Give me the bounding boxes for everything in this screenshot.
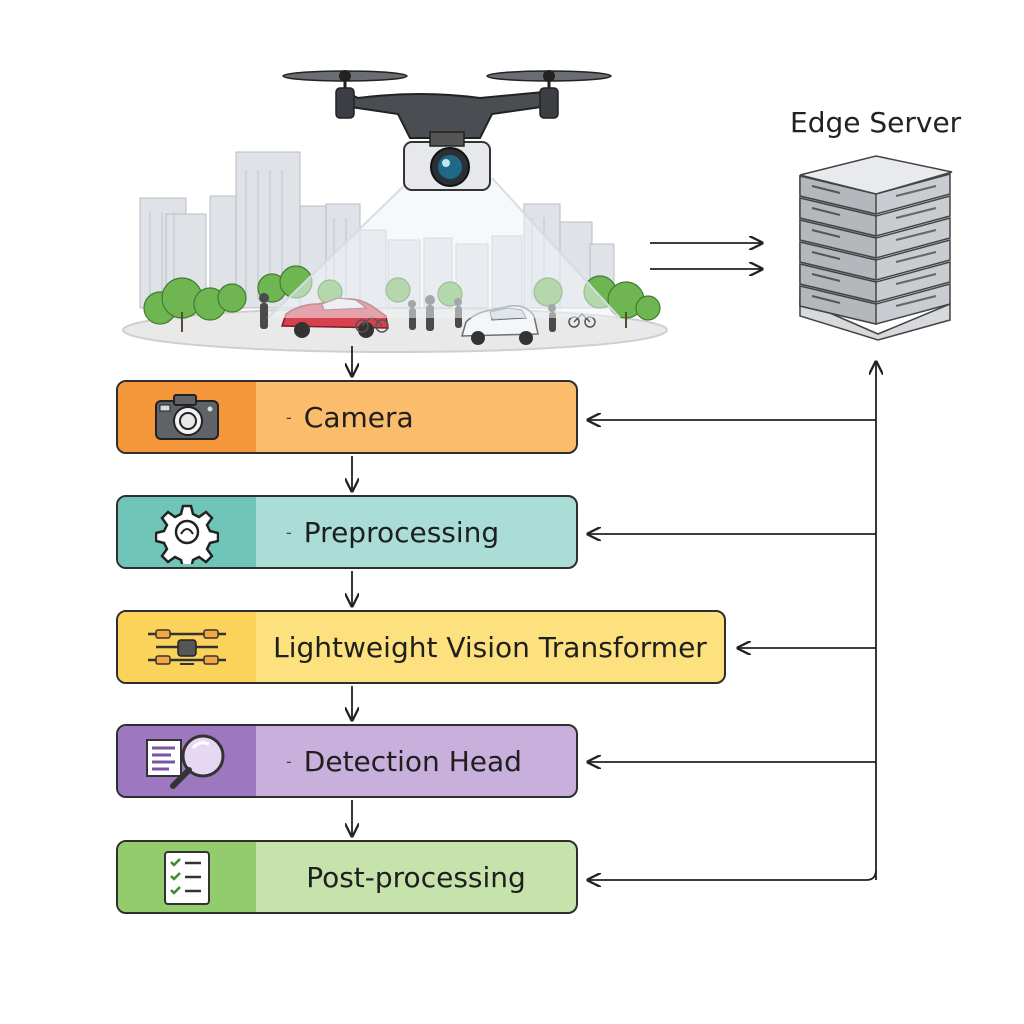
server-unit — [799, 283, 951, 325]
stage-label: Post-processing — [306, 860, 526, 894]
stage-label: Camera — [303, 400, 414, 434]
edge-server-icon — [799, 155, 953, 341]
camera-view-lines — [267, 177, 621, 319]
server-unit — [799, 217, 951, 259]
edge-feedback-arrows — [588, 362, 876, 880]
bullet-dash: - — [286, 522, 292, 542]
edge-server-label: Edge Server — [790, 106, 962, 139]
drone-to-server-arrows — [650, 243, 762, 269]
stage-label: Preprocessing — [303, 515, 500, 549]
stage-label: Lightweight Vision Transformer — [273, 630, 707, 664]
stage-post-processing: Post-processing — [116, 840, 578, 914]
bullet-dash: - — [286, 751, 292, 771]
stage-vision-transformer: Lightweight Vision Transformer — [116, 610, 726, 684]
gear-icon — [118, 497, 256, 567]
stage-label: Detection Head — [303, 744, 522, 778]
camera-icon — [118, 382, 256, 452]
server-unit — [799, 239, 951, 281]
server-unit — [799, 195, 951, 237]
server-unit — [799, 261, 951, 303]
bullet-dash: - — [286, 407, 292, 427]
stage-camera: - Camera — [116, 380, 578, 454]
drone-icon — [282, 70, 612, 191]
checklist-icon — [118, 842, 256, 912]
stage-preprocessing: - Preprocessing — [116, 495, 578, 569]
drone-model-icon — [118, 612, 256, 682]
stage-detection-head: - Detection Head — [116, 724, 578, 798]
magnifier-icon — [118, 726, 256, 796]
